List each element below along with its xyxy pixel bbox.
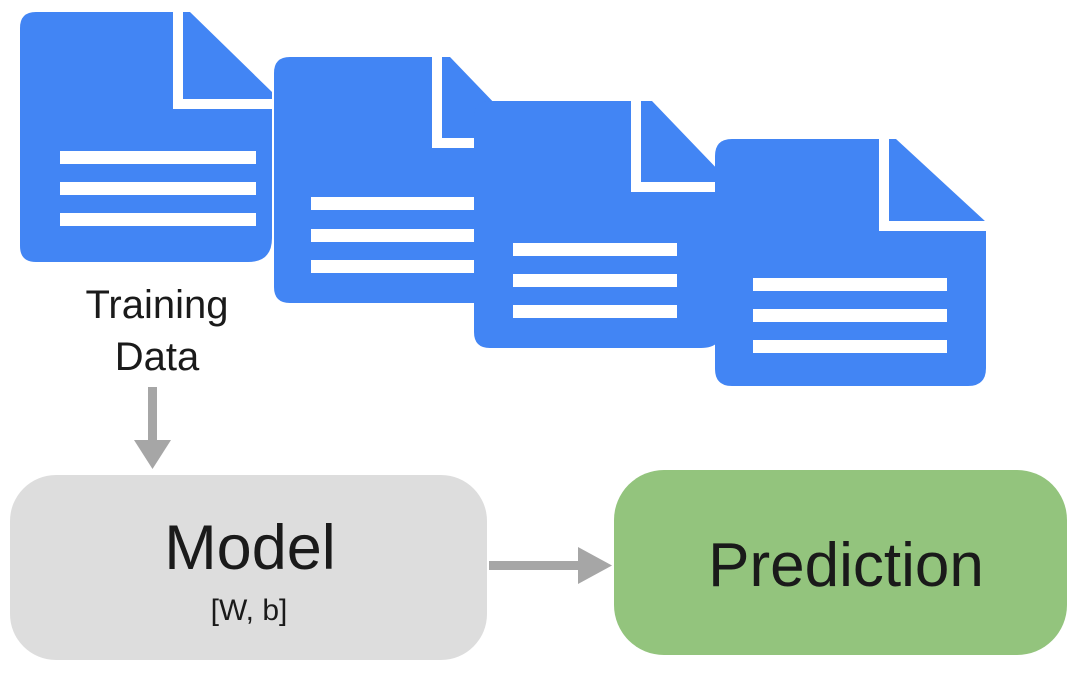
document-icon bbox=[20, 12, 272, 262]
training-data-label: Training Data bbox=[85, 283, 228, 379]
model-box: Model [W, b] bbox=[10, 475, 487, 660]
prediction-box: Prediction bbox=[614, 470, 1067, 655]
arrow-model-to-prediction bbox=[489, 547, 612, 584]
arrow-data-to-model bbox=[134, 387, 171, 469]
model-params: [W, b] bbox=[211, 594, 288, 627]
model-title: Model bbox=[164, 513, 336, 583]
prediction-title: Prediction bbox=[708, 531, 984, 600]
document-icon bbox=[715, 139, 986, 386]
training-documents bbox=[20, 12, 986, 386]
training-label-line2: Data bbox=[115, 335, 200, 379]
training-label-line1: Training bbox=[85, 283, 228, 327]
document-icon bbox=[474, 101, 723, 348]
document-icon bbox=[274, 57, 523, 303]
